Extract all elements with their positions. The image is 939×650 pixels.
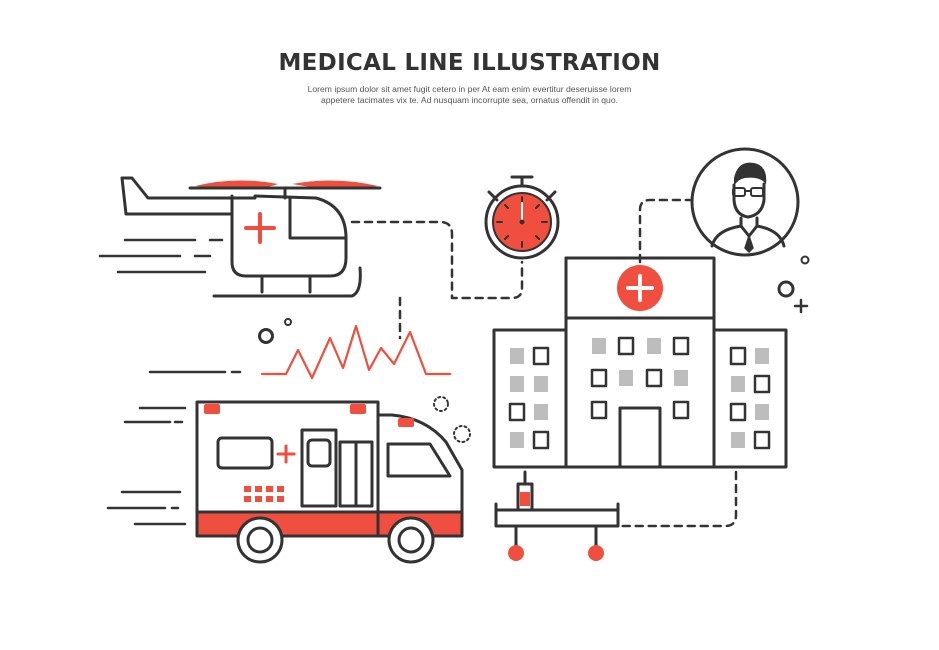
speed-lines <box>98 238 242 526</box>
helicopter-icon <box>120 176 382 298</box>
page-subtitle: Lorem ipsum dolor sit amet fugit cetero … <box>0 84 939 106</box>
heartbeat-line-icon <box>260 324 452 380</box>
ambulance-icon <box>195 400 464 564</box>
decorative-marks <box>258 255 810 443</box>
page-title: MEDICAL LINE ILLUSTRATION <box>278 50 661 76</box>
dashed-connectors <box>350 198 738 528</box>
hospital-building-icon <box>492 256 788 469</box>
doctor-avatar-icon <box>690 147 800 257</box>
hospital-bed-icon <box>494 470 620 561</box>
header: MEDICAL LINE ILLUSTRATION Lorem ipsum do… <box>0 50 939 106</box>
subtitle-line-1: Lorem ipsum dolor sit amet fugit cetero … <box>307 84 632 94</box>
ambulance-vent <box>244 486 284 502</box>
subtitle-line-2: appetere tacimates vix te. Ad nusquam in… <box>321 95 618 105</box>
stopwatch-icon <box>484 175 560 260</box>
